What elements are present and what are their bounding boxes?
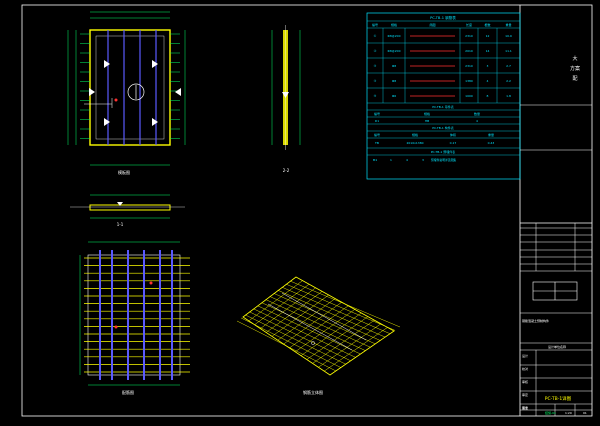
rebar-plan-label: 配筋图 xyxy=(122,389,134,395)
rebar-table-cell: Φ8@200 xyxy=(388,49,401,53)
section-view-label: 1-1 xyxy=(117,222,124,227)
lifting-table-header: 数量 xyxy=(474,111,480,116)
rebar-table-cell: 8 xyxy=(487,94,489,98)
lifting-table-cell: D1 xyxy=(375,119,379,123)
embed-table-cell: M1 xyxy=(373,158,378,162)
component-table-title: PC-TB-1 构件表 xyxy=(432,125,454,130)
rebar-table-cell: 11.1 xyxy=(505,49,512,53)
rebar-table-cell: 14 xyxy=(486,49,490,53)
rebar-table-cell: 10.9 xyxy=(505,34,512,38)
section-view[interactable]: 1-1 xyxy=(70,194,185,227)
rebar-table-cell: ① xyxy=(374,34,377,38)
embed-table-cell: 1 xyxy=(390,158,392,162)
rebar-table-title: PC-TB-1 钢筋表 xyxy=(430,15,456,20)
rebar-table-cell: 1000 xyxy=(465,94,473,98)
component-table-header: 规格 xyxy=(412,132,418,137)
lifting-table-cell: HB xyxy=(425,119,429,123)
page-no: 01 xyxy=(583,411,587,415)
title-side-text-1: 大 xyxy=(572,55,577,62)
title-row-label: 校对 xyxy=(522,366,528,371)
lifting-table-header: 编号 xyxy=(374,111,380,116)
title-row-label: 审核 xyxy=(522,379,528,384)
iso-view-label: 钢筋立体图 xyxy=(303,389,323,395)
rebar-table-cell: 12 xyxy=(486,34,490,38)
component-table-cell: TB xyxy=(374,141,379,145)
sheet-value: 1:20 xyxy=(565,411,572,415)
lifting-table-cell: 4 xyxy=(476,119,478,123)
rebar-table-cell: ② xyxy=(374,49,377,53)
title-row-label: 专业 xyxy=(522,405,528,410)
component-table-cell: 0.43 xyxy=(488,141,495,145)
rebar-table-cell: Φ6 xyxy=(392,94,396,98)
rebar-table-cell: 2310 xyxy=(465,64,473,68)
embed-table-title: PC-TB-1 预埋件表 xyxy=(431,149,456,154)
rebar-table-cell: 2310 xyxy=(465,34,473,38)
rebar-table-cell: 3 xyxy=(487,64,489,68)
rebar-table-header: 根数 xyxy=(484,22,490,27)
drawing-no: 结施-01 xyxy=(545,410,556,415)
drawing-title: PC-TB-1详图 xyxy=(545,395,572,402)
title-side-text-3: 配 xyxy=(572,76,577,82)
component-table-cell: 2010x1380 xyxy=(406,141,423,145)
lifting-table-header: 规格 xyxy=(424,111,430,116)
title-note-label: 钢筋混凝土预制构件 xyxy=(522,318,549,323)
rebar-table-header: 重量 xyxy=(505,22,511,27)
embed-table-cell: 3 xyxy=(422,158,424,162)
lifting-table-title: PC-TB-1 吊件表 xyxy=(432,104,454,109)
embed-table-note: 预埋件说明详见图集 xyxy=(431,158,456,162)
rebar-table-cell: 2010 xyxy=(465,49,473,53)
rebar-table-cell: 4 xyxy=(487,79,489,83)
rebar-table-header: 简图 xyxy=(429,22,435,27)
rebar-table-cell: Φ8@200 xyxy=(388,34,401,38)
title-company: 设计单位名称 xyxy=(548,344,566,349)
component-table-header: 重量 xyxy=(488,132,494,137)
plan-view[interactable]: 模板图 xyxy=(67,11,186,175)
rebar-table-cell: Φ8 xyxy=(392,79,396,83)
rebar-table-header: 编号 xyxy=(372,22,378,27)
side-view[interactable]: 2-2 xyxy=(271,25,301,173)
rebar-table-cell: ④ xyxy=(374,79,377,83)
rebar-table-cell: ⑤ xyxy=(374,94,377,98)
rebar-table-cell: 2.7 xyxy=(506,64,511,68)
plan-view-label: 模板图 xyxy=(118,169,130,175)
rebar-table-cell: 2.2 xyxy=(506,79,511,83)
rebar-table-cell: ③ xyxy=(374,64,377,68)
isometric-view[interactable]: 钢筋立体图 xyxy=(236,276,401,395)
rebar-table-header: 规格 xyxy=(391,22,397,27)
rebar-table-cell: Φ8 xyxy=(392,64,396,68)
rebar-plan-view[interactable]: 配筋图 xyxy=(79,241,190,395)
rebar-table-cell: 1.8 xyxy=(506,94,511,98)
component-table-header: 编号 xyxy=(374,132,380,137)
title-row-label: 设计 xyxy=(522,353,528,358)
title-side-text-2: 方案 xyxy=(570,65,580,72)
component-table-cell: 0.17 xyxy=(450,141,457,145)
rebar-table-cell: 1380 xyxy=(465,79,473,83)
component-table-header: 体积 xyxy=(450,132,456,137)
embed-table-cell: 4 xyxy=(406,158,408,162)
side-view-label: 2-2 xyxy=(283,168,290,173)
rebar-table-header: 长度 xyxy=(466,22,472,27)
title-row-label: 审定 xyxy=(522,392,528,397)
drawing-no-label: 图号 xyxy=(522,405,528,410)
